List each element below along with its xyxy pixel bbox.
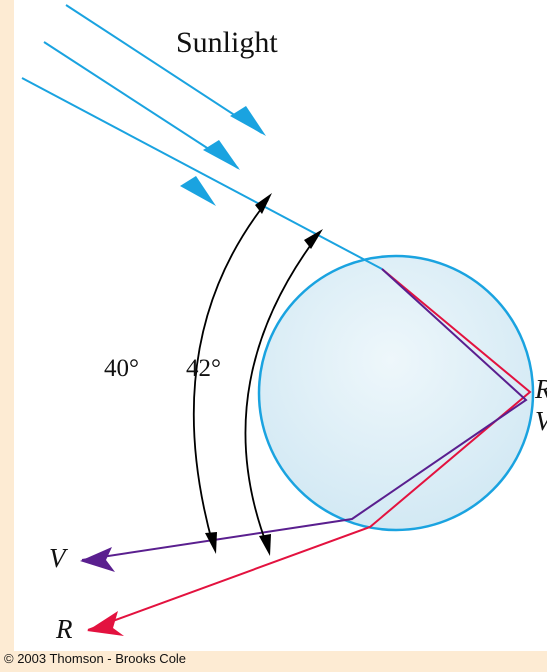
sunlight-ray-2 (43, 41, 239, 169)
red-ray-path (87, 268, 532, 631)
arc-42-arrow-top (304, 229, 323, 249)
violet-ray-path (81, 268, 528, 561)
angle-arc-42 (244, 234, 319, 549)
sunlight-rays (21, 4, 383, 270)
refracted-rays (80, 268, 532, 636)
red-ray-label: R (55, 614, 73, 644)
arc-42-arrow-bottom (259, 534, 271, 556)
violet-arrowhead (80, 547, 115, 572)
angle-arc-40 (192, 199, 269, 546)
copyright-notice: © 2003 Thomson - Brooks Cole (4, 651, 187, 666)
angle-40-label: 40° (104, 355, 139, 382)
sunlight-arrowhead-1 (230, 106, 266, 136)
sunlight-label: Sunlight (176, 26, 278, 59)
red-arrowhead (87, 611, 124, 636)
right-edge-label-upper: R (534, 374, 547, 404)
sunlight-arrowhead-3 (180, 176, 216, 206)
sunlight-ray-3 (21, 77, 383, 270)
sunlight-ray-1 (65, 4, 263, 134)
sunlight-arrowhead-2 (203, 140, 240, 170)
arc-40-arrow-bottom (205, 532, 217, 554)
water-droplet (257, 254, 535, 532)
arc-40-arrow-top (255, 193, 272, 214)
right-edge-label-lower: V (535, 406, 547, 436)
angle-42-label: 42° (186, 355, 221, 382)
violet-ray-label: V (49, 543, 69, 573)
angle-arcs (192, 193, 323, 556)
